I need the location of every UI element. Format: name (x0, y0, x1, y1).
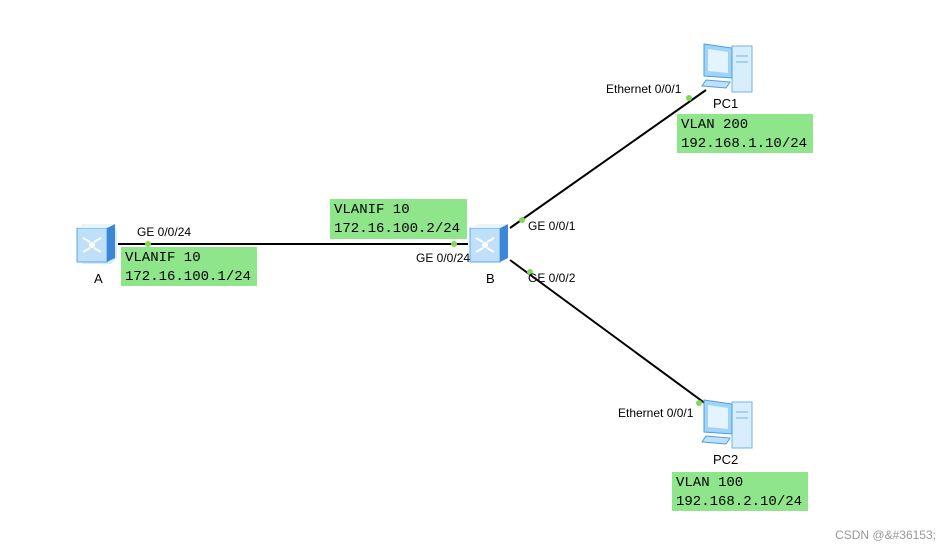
watermark: CSDN @&#36153; (835, 528, 936, 542)
pc2-icon[interactable] (701, 399, 753, 449)
config-box-a-line1: VLANIF 10 (125, 250, 201, 266)
link-b-pc1 (509, 89, 707, 229)
port-dot-a-ge24 (145, 241, 151, 247)
port-label-pc1-eth: Ethernet 0/0/1 (606, 82, 682, 96)
config-box-pc1: VLAN 200 192.168.1.10/24 (677, 114, 813, 153)
port-label-b-ge24: GE 0/0/24 (416, 251, 471, 265)
device-label-b: B (486, 271, 495, 286)
config-box-b-line2: 172.16.100.2/24 (334, 221, 461, 237)
link-b-pc2 (509, 259, 707, 405)
config-box-a: VLANIF 10 172.16.100.1/24 (121, 247, 257, 286)
device-label-a: A (94, 271, 103, 286)
config-box-b: VLANIF 10 172.16.100.2/24 (330, 199, 467, 239)
config-box-pc2-line2: 192.168.2.10/24 (676, 494, 803, 510)
device-label-pc1: PC1 (713, 96, 739, 111)
port-label-a-ge24: GE 0/0/24 (137, 225, 192, 239)
config-box-pc2-line1: VLAN 100 (676, 475, 744, 491)
port-dot-pc2-eth (696, 400, 702, 406)
port-label-b-ge1: GE 0/0/1 (528, 219, 576, 233)
config-box-a-line2: 172.16.100.1/24 (125, 269, 252, 285)
port-dot-b-ge1 (519, 217, 525, 223)
device-label-pc2: PC2 (713, 452, 739, 467)
port-label-b-ge2: GE 0/0/2 (528, 271, 576, 285)
port-label-pc2-eth: Ethernet 0/0/1 (618, 406, 694, 420)
config-box-b-line1: VLANIF 10 (334, 202, 410, 218)
config-box-pc1-line1: VLAN 200 (681, 117, 749, 133)
port-dot-b-ge2 (527, 269, 533, 275)
port-dot-pc1-eth (686, 95, 692, 101)
switch-b-icon[interactable] (469, 224, 508, 263)
pc1-icon[interactable] (701, 43, 753, 93)
config-box-pc1-line2: 192.168.1.10/24 (681, 136, 808, 152)
config-box-pc2: VLAN 100 192.168.2.10/24 (672, 472, 808, 511)
switch-a-icon[interactable] (76, 224, 117, 264)
port-dot-b-ge24 (451, 241, 457, 247)
